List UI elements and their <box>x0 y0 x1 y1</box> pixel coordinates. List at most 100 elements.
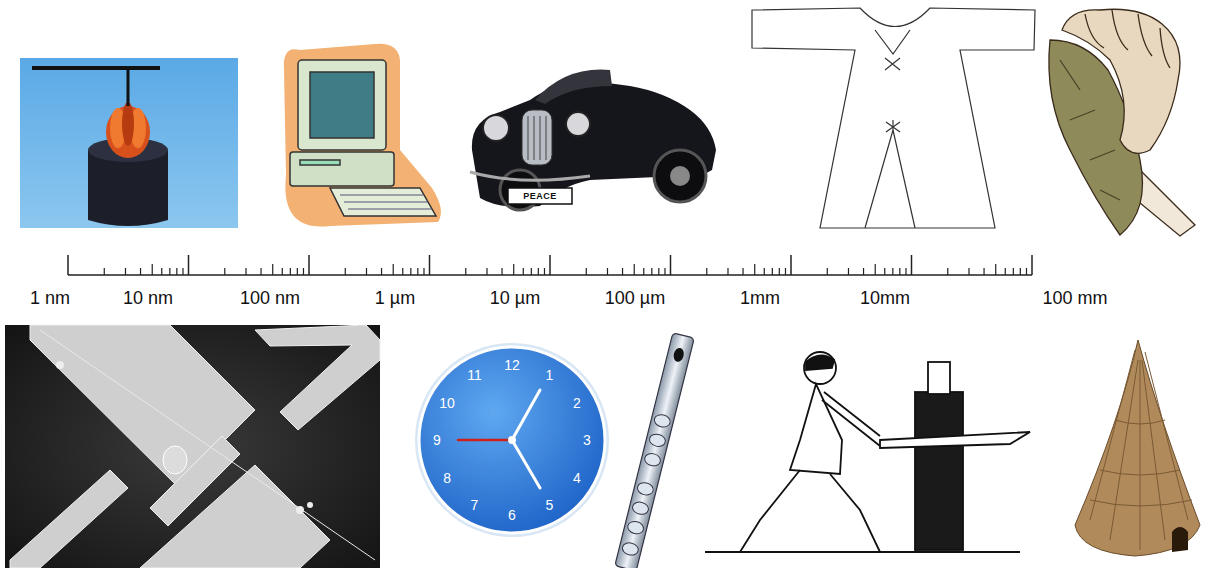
molecular-motor-picture <box>20 58 238 228</box>
scale-label: 100 µm <box>605 289 665 307</box>
scale-label: 1mm <box>740 289 780 307</box>
clock-numeral: 8 <box>443 471 451 485</box>
scale-tick <box>754 264 755 275</box>
scale-tick <box>366 268 367 275</box>
scale-tick <box>884 268 885 275</box>
scale-tick <box>995 264 996 275</box>
scale-tick <box>260 268 261 275</box>
scale-tick <box>465 268 466 275</box>
clock-numeral: 10 <box>439 396 455 410</box>
clock-numeral: 4 <box>573 471 581 485</box>
clock-numeral: 5 <box>546 498 554 512</box>
scale-tick <box>899 268 900 275</box>
scale-tick <box>544 268 545 275</box>
scale-tick <box>863 268 864 275</box>
scale-tick <box>531 268 532 275</box>
scale-tick <box>549 255 551 275</box>
scale-label: 10 nm <box>123 289 173 307</box>
scale-tick <box>303 268 304 275</box>
scale-tick <box>402 268 403 275</box>
flute-picture <box>615 333 694 568</box>
clock-numeral: 3 <box>583 433 591 447</box>
scale-tick <box>1013 268 1014 275</box>
press-worker-picture <box>705 352 1030 552</box>
scale-label: 10 µm <box>490 289 540 307</box>
scale-tick <box>785 268 786 275</box>
scale-tick <box>875 264 876 275</box>
scale-tick <box>764 268 765 275</box>
scale-tick <box>947 268 948 275</box>
scale-tick <box>429 255 431 275</box>
scale-tick <box>308 255 310 275</box>
scale-tick <box>417 268 418 275</box>
scale-tick <box>282 268 283 275</box>
car-picture <box>470 70 716 210</box>
scale-tick <box>706 268 707 275</box>
clock-numeral: 11 <box>467 368 482 382</box>
scale-label: 10mm <box>860 289 910 307</box>
scale-tick <box>727 268 728 275</box>
scale-tick <box>188 255 190 275</box>
scale-label: 100 nm <box>240 289 300 307</box>
tunic-picture <box>752 8 1035 228</box>
scale-tick <box>245 268 246 275</box>
clock-picture <box>415 343 609 537</box>
scale-tick <box>501 268 502 275</box>
scale-tick <box>1031 255 1033 275</box>
scale-tick <box>182 268 183 275</box>
scale-tick <box>1020 268 1021 275</box>
scale-tick <box>968 268 969 275</box>
scale-tick <box>848 268 849 275</box>
clock-numeral: 1 <box>546 368 554 382</box>
computer-picture <box>284 44 441 227</box>
scale-tick <box>607 268 608 275</box>
scale-tick <box>513 264 514 275</box>
scale-tick <box>423 268 424 275</box>
scale-tick <box>104 268 105 275</box>
scale-tick <box>772 268 773 275</box>
scale-tick <box>297 268 298 275</box>
clock-numeral: 2 <box>573 396 581 410</box>
scale-tick <box>651 268 652 275</box>
scale-tick <box>523 268 524 275</box>
scale-tick <box>827 268 828 275</box>
scale-tick <box>658 268 659 275</box>
scale-tick <box>1026 268 1027 275</box>
scale-tick <box>290 268 291 275</box>
scale-tick <box>622 268 623 275</box>
scale-tick <box>779 268 780 275</box>
thatched-hut-picture <box>1075 340 1200 556</box>
scale-label: 100 mm <box>1042 289 1107 307</box>
scale-tick <box>272 264 273 275</box>
scale-tick <box>152 264 153 275</box>
scale-label: 1 nm <box>30 289 70 307</box>
clock-numeral: 6 <box>508 508 516 522</box>
scale-tick <box>892 268 893 275</box>
scale-tick <box>140 268 141 275</box>
scale-tick <box>1005 268 1006 275</box>
scale-tick <box>670 255 672 275</box>
scale-tick <box>224 268 225 275</box>
scale-tick <box>634 264 635 275</box>
scale-bar <box>68 255 1032 275</box>
scale-tick <box>911 255 913 275</box>
scale-tick <box>67 255 69 275</box>
scale-tick <box>586 268 587 275</box>
scale-tick <box>161 268 162 275</box>
scale-tick <box>486 268 487 275</box>
scale-tick <box>790 255 792 275</box>
clock-numeral: 7 <box>471 498 479 512</box>
scale-tick <box>905 268 906 275</box>
scale-tick <box>664 268 665 275</box>
clock-numeral: 12 <box>504 358 520 372</box>
scale-tick <box>345 268 346 275</box>
hand-axe-picture <box>1049 9 1195 236</box>
scale-tick <box>125 268 126 275</box>
scale-tick <box>983 268 984 275</box>
scale-tick <box>643 268 644 275</box>
scale-tick <box>381 268 382 275</box>
scale-tick <box>742 268 743 275</box>
scale-tick <box>410 268 411 275</box>
